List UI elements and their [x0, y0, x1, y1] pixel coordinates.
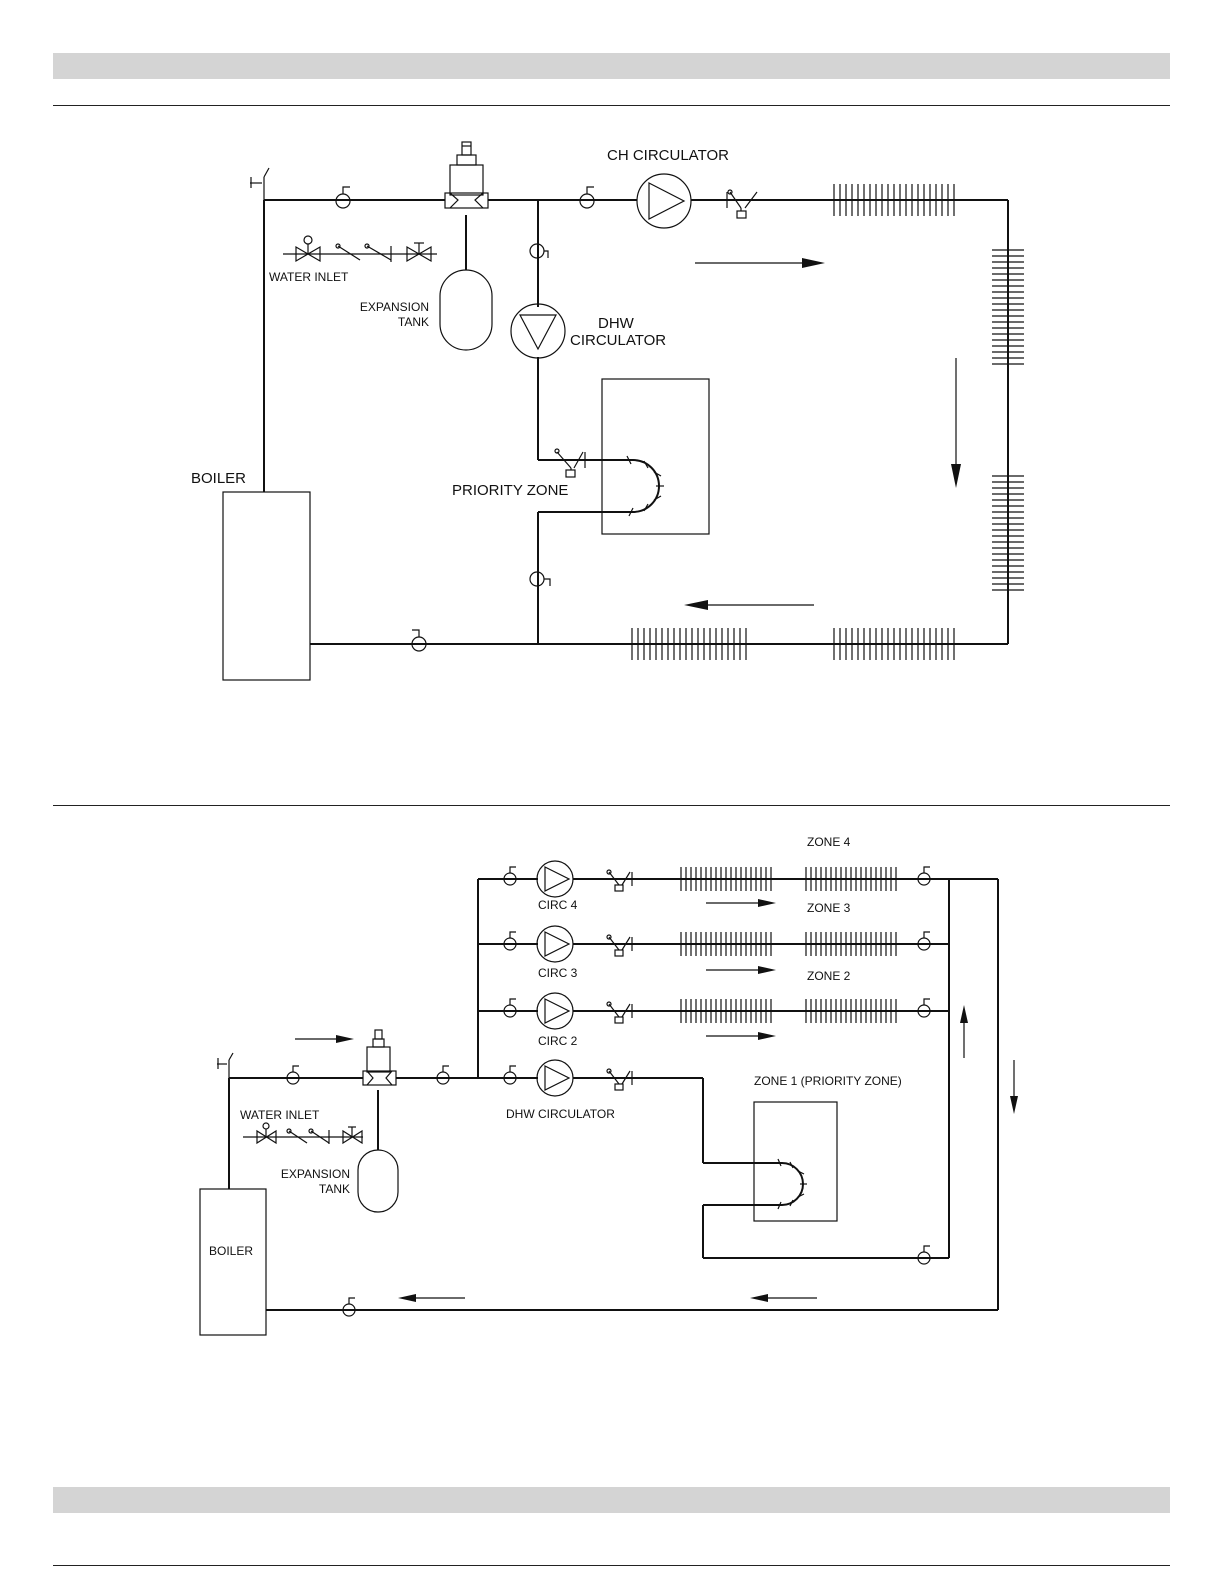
circulator-pump-icon — [537, 1060, 573, 1096]
flow-arrow-icon — [295, 1035, 354, 1043]
boiler — [200, 1189, 266, 1335]
tank-label: TANK — [319, 1182, 350, 1196]
flow-arrow-icon — [706, 966, 776, 974]
flow-arrow-icon — [750, 1294, 817, 1302]
ball-valve-icon — [918, 932, 930, 950]
flow-check-valve-icon — [607, 1002, 632, 1023]
circ2-label: CIRC 2 — [538, 1034, 578, 1048]
ball-valve-icon — [918, 1246, 930, 1264]
ball-valve-icon — [504, 867, 516, 885]
flow-check-valves — [607, 870, 632, 1090]
flow-arrow-icon — [960, 1005, 968, 1058]
flow-arrow-icon — [398, 1294, 465, 1302]
circ4-label: CIRC 4 — [538, 898, 578, 912]
circulator-pump-icon — [537, 926, 573, 962]
flow-arrow-icon — [706, 899, 776, 907]
ball-valve-icon — [918, 867, 930, 885]
air-vent-icon — [217, 1053, 233, 1078]
zone1-label: ZONE 1 (PRIORITY ZONE) — [754, 1074, 902, 1088]
ball-valve-icon — [437, 1066, 449, 1084]
zone3-label: ZONE 3 — [807, 901, 851, 915]
dhw-circulator-label: DHW CIRCULATOR — [506, 1107, 615, 1121]
ball-valve-icon — [918, 999, 930, 1017]
air-separator-icon — [363, 1030, 396, 1085]
ball-valve-icon — [504, 999, 516, 1017]
flow-arrow-icon — [706, 1032, 776, 1040]
zone4-label: ZONE 4 — [807, 835, 851, 849]
zone2-label: ZONE 2 — [807, 969, 851, 983]
circ3-label: CIRC 3 — [538, 966, 578, 980]
flow-check-valve-icon — [607, 870, 632, 891]
water-inlet-label: WATER INLET — [240, 1108, 320, 1122]
priority-zone-box — [754, 1102, 837, 1221]
boiler-label: BOILER — [209, 1244, 253, 1258]
flow-arrow-icon — [1010, 1060, 1018, 1114]
circulator-pump-icon — [537, 861, 573, 897]
ball-valve-icon — [504, 1066, 516, 1084]
ball-valve-icon — [287, 1066, 299, 1084]
priority-zone-coil — [778, 1159, 807, 1209]
bottom-divider — [53, 1565, 1170, 1566]
expansion-label: EXPANSION — [281, 1167, 350, 1181]
circulator-pump-icon — [537, 993, 573, 1029]
ball-valves — [287, 867, 930, 1316]
footer-band — [53, 1487, 1170, 1513]
water-inlet-valve-train — [243, 1123, 363, 1144]
ball-valve-icon — [504, 932, 516, 950]
ball-valve-icon — [343, 1298, 355, 1316]
flow-check-valve-icon — [607, 1069, 632, 1090]
flow-check-valve-icon — [607, 935, 632, 956]
expansion-tank — [358, 1150, 398, 1212]
